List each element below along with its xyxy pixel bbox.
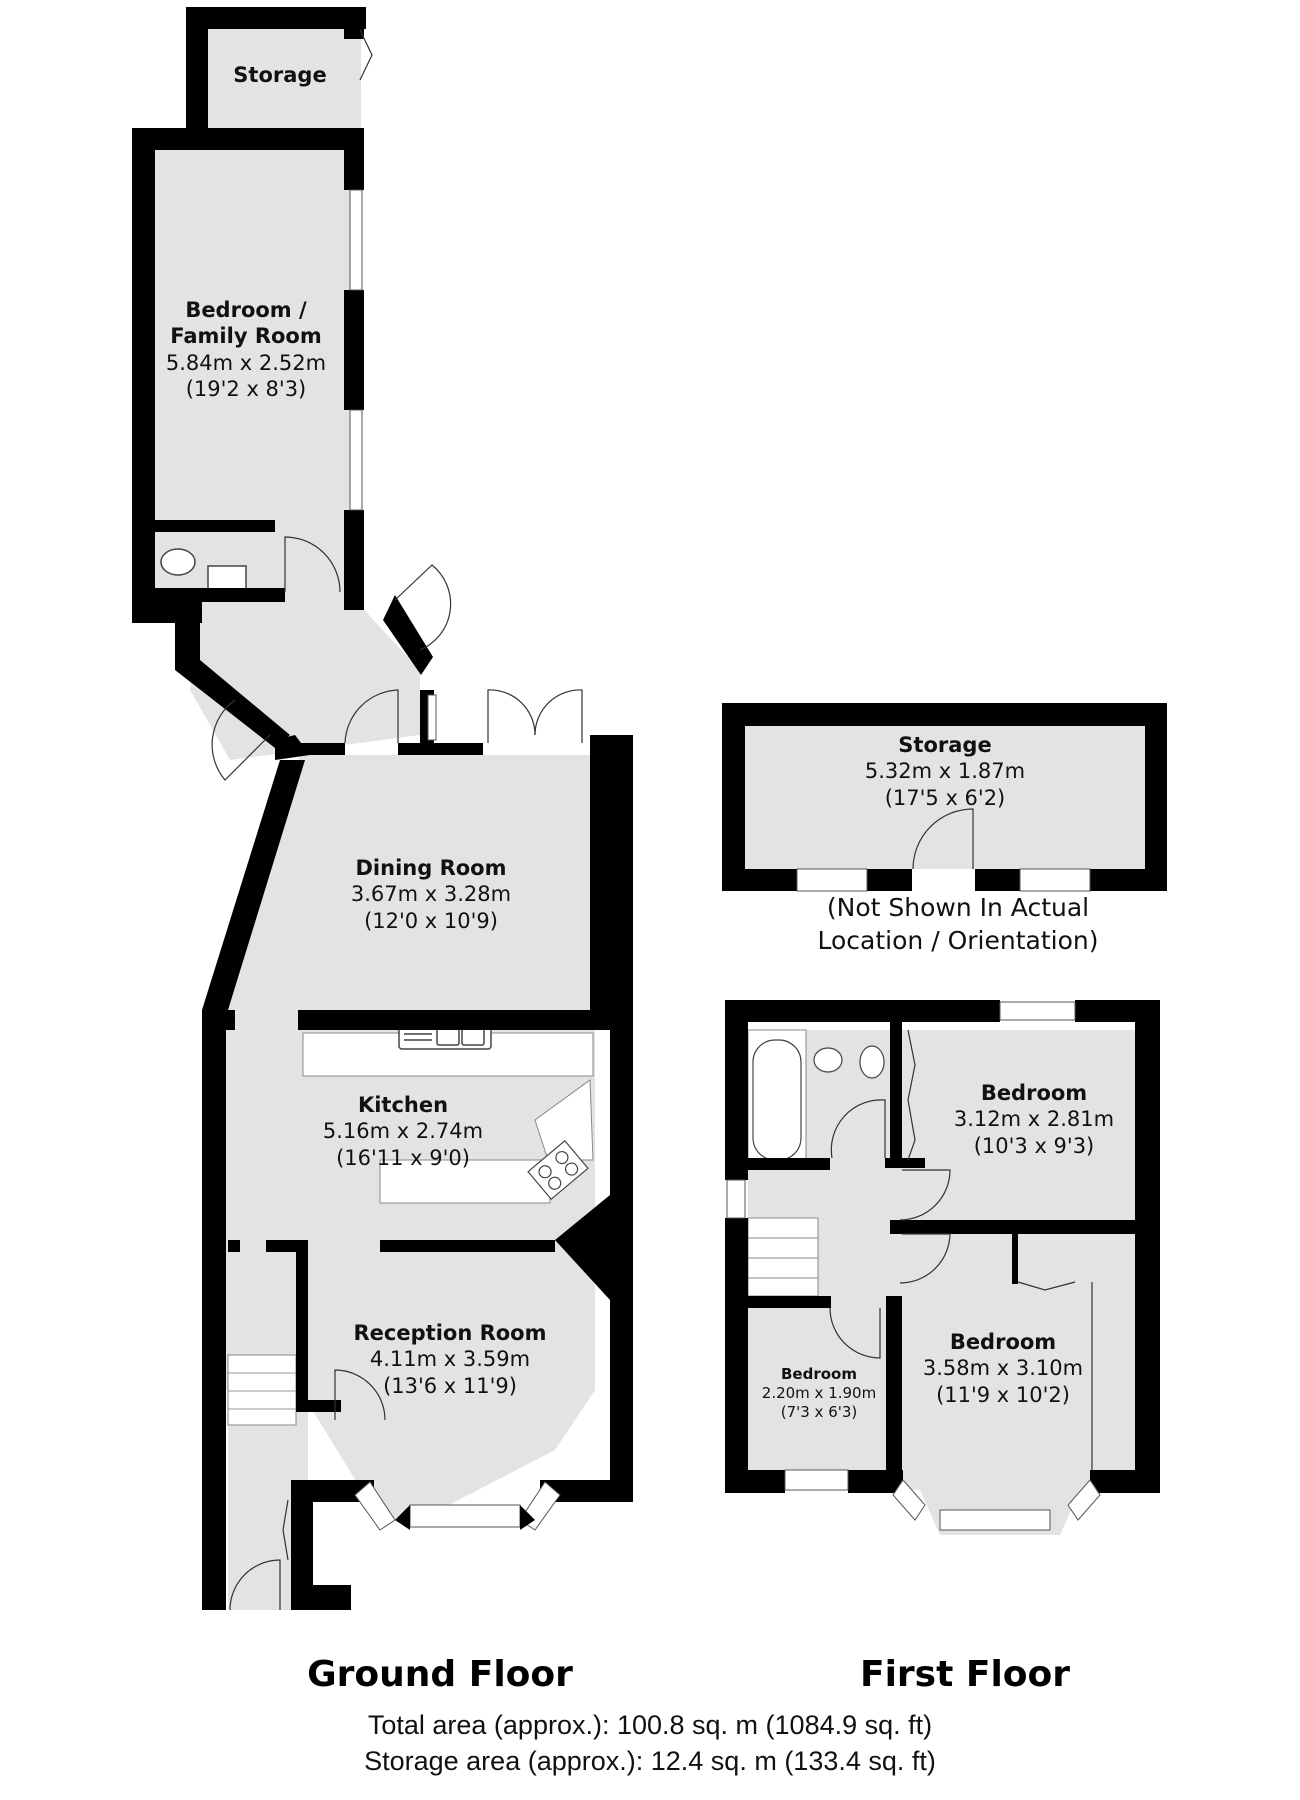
- room-dimensions-imperial: (17'5 x 6'2): [884, 785, 1006, 810]
- room-name: Reception Room: [353, 1321, 547, 1345]
- room-dimensions-imperial: (7'3 x 6'3): [780, 1402, 858, 1421]
- room-label-bedroom-family: Bedroom / Family Room 5.84m x 2.52m (19'…: [166, 297, 326, 402]
- room-dimensions-imperial: (10'3 x 9'3): [973, 1133, 1095, 1158]
- room-label-reception: Reception Room 4.11m x 3.59m (13'6 x 11'…: [354, 1320, 547, 1399]
- note-line-2: Location / Orientation): [817, 925, 1099, 955]
- ground-floor-plan: [132, 7, 633, 1611]
- storage-area-text: Storage area (approx.): 12.4 sq. m (133.…: [364, 1746, 936, 1776]
- room-dimensions-imperial: (19'2 x 8'3): [185, 376, 307, 401]
- room-dimensions-metric: 4.11m x 3.59m: [369, 1347, 531, 1372]
- room-dimensions-metric: 3.67m x 3.28m: [350, 882, 512, 907]
- room-dimensions-metric: 5.84m x 2.52m: [165, 350, 327, 375]
- outbuilding-location-note: (Not Shown In Actual Location / Orientat…: [818, 892, 1099, 957]
- room-dimensions-metric: 5.32m x 1.87m: [864, 759, 1026, 784]
- room-label-kitchen: Kitchen 5.16m x 2.74m (16'11 x 9'0): [323, 1092, 483, 1171]
- outbuilding-storage-plan: [722, 703, 1167, 892]
- room-name: Kitchen: [357, 1093, 449, 1117]
- room-label-dining: Dining Room 3.67m x 3.28m (12'0 x 10'9): [351, 855, 511, 934]
- room-name: Dining Room: [355, 856, 507, 880]
- room-name: Bedroom: [980, 1081, 1088, 1105]
- room-label-storage-top: Storage: [233, 62, 326, 88]
- note-line-1: (Not Shown In Actual: [826, 893, 1090, 922]
- total-area-text: Total area (approx.): 100.8 sq. m (1084.…: [367, 1710, 933, 1740]
- room-dimensions-imperial: (12'0 x 10'9): [364, 908, 498, 933]
- room-dimensions-imperial: (11'9 x 10'2): [936, 1382, 1070, 1407]
- room-name: Bedroom: [949, 1330, 1057, 1354]
- room-label-bedroom-small: Bedroom 2.20m x 1.90m (7'3 x 6'3): [762, 1365, 876, 1421]
- room-dimensions-metric: 5.16m x 2.74m: [322, 1119, 484, 1144]
- room-dimensions-metric: 3.58m x 3.10m: [922, 1356, 1084, 1381]
- room-name: Storage: [898, 733, 992, 757]
- first-floor-title: First Floor: [859, 1654, 1071, 1695]
- room-label-storage-outbuilding: Storage 5.32m x 1.87m (17'5 x 6'2): [865, 732, 1025, 811]
- first-floor-plan: [725, 1000, 1160, 1535]
- room-name: Bedroom: [781, 1365, 857, 1383]
- room-name: Bedroom /: [185, 298, 307, 322]
- room-dimensions-imperial: (13'6 x 11'9): [383, 1373, 517, 1398]
- room-label-bedroom-rear: Bedroom 3.12m x 2.81m (10'3 x 9'3): [954, 1080, 1114, 1159]
- room-name-line2: Family Room: [170, 324, 322, 349]
- room-label-bedroom-front: Bedroom 3.58m x 3.10m (11'9 x 10'2): [923, 1329, 1083, 1408]
- room-dimensions-imperial: (16'11 x 9'0): [336, 1145, 470, 1170]
- room-name: Storage: [233, 63, 327, 87]
- ground-floor-title: Ground Floor: [307, 1654, 573, 1695]
- room-dimensions-metric: 2.20m x 1.90m: [761, 1383, 877, 1402]
- room-dimensions-metric: 3.12m x 2.81m: [953, 1107, 1115, 1132]
